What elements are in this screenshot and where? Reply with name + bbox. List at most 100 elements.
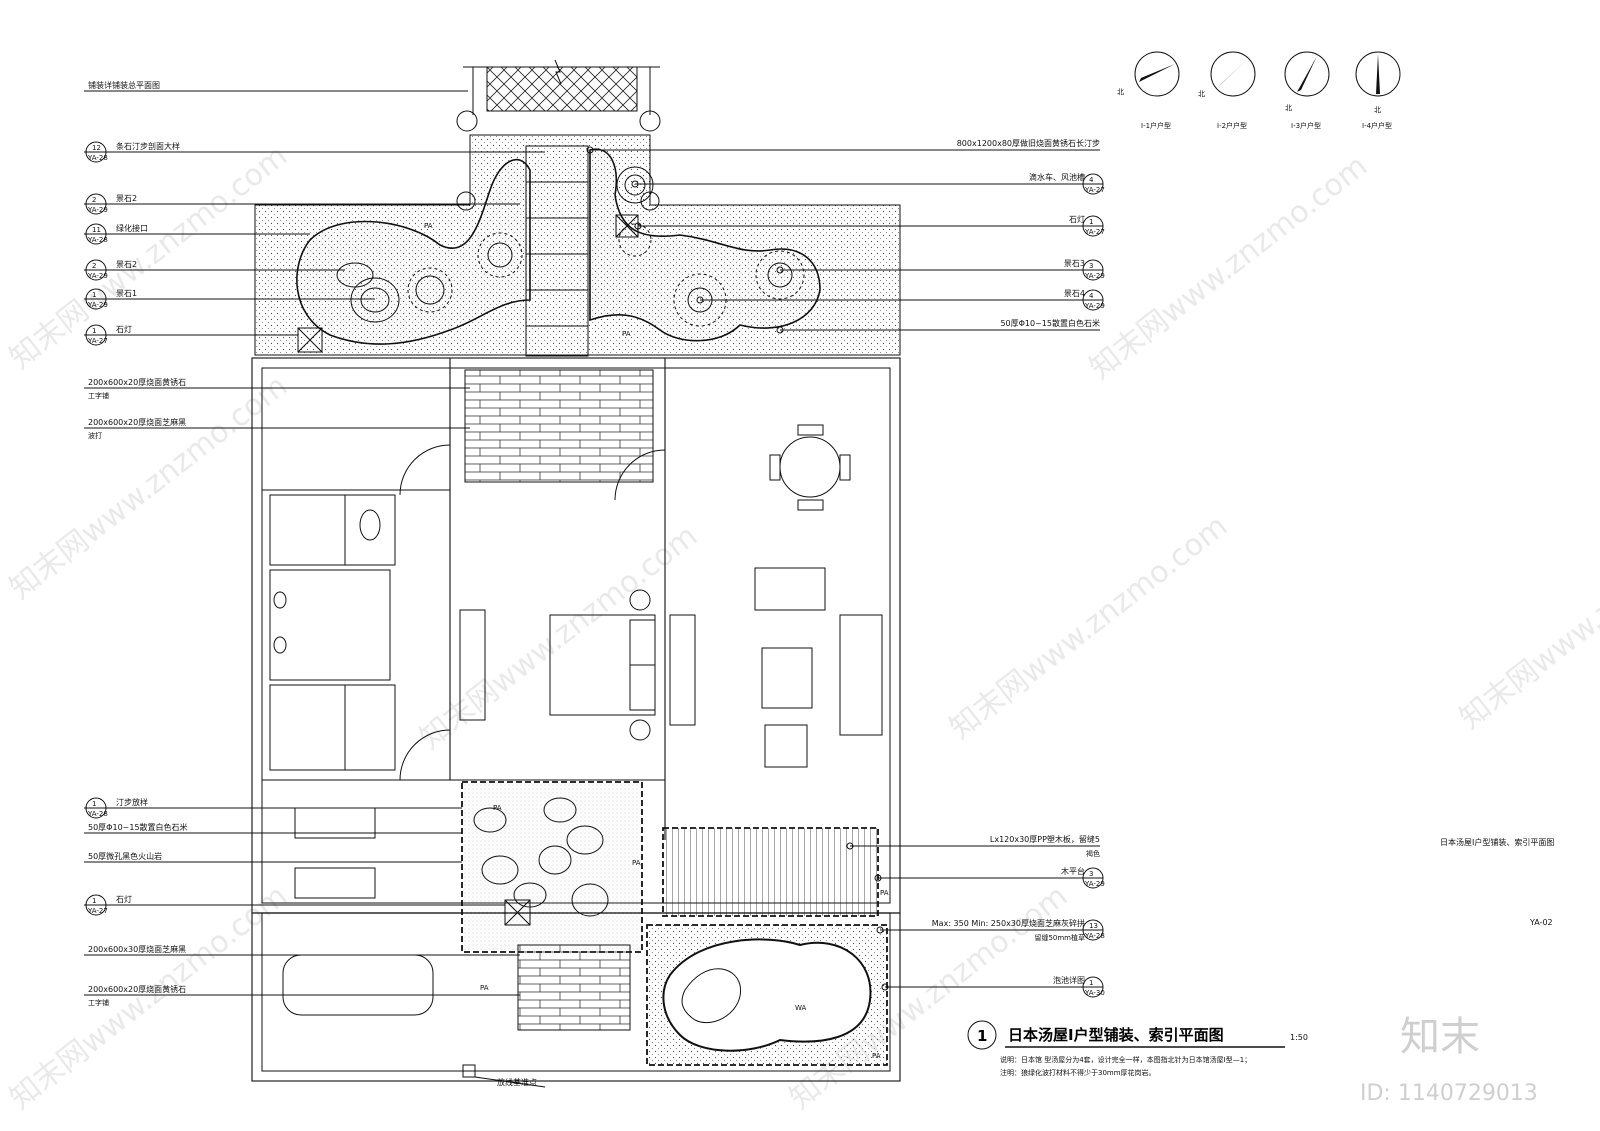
north-arrow-2: 北 I-2户户型: [1198, 51, 1256, 130]
arrow-label: I-4户户型: [1362, 121, 1392, 130]
callout-sheet: YA-30: [1084, 989, 1105, 997]
callout-sheet: YA-29: [1084, 302, 1105, 310]
callout-num: 2: [92, 196, 96, 204]
callout-text: 石灯: [116, 894, 132, 904]
callout-num: 12: [92, 144, 101, 152]
building-plan: [251, 357, 901, 1082]
callout-text: 200x600x20厚烧面黄锈石: [88, 984, 186, 994]
watermark-id: ID: 1140729013: [1360, 1081, 1538, 1106]
north-char: 北: [1198, 90, 1205, 98]
callout-num: 1: [92, 800, 96, 808]
callout-subtext: 褐色: [1086, 849, 1100, 858]
callout-text: 50厚Φ10~15散置白色石米: [88, 822, 188, 832]
zone-tag-wa: WA: [795, 1004, 807, 1012]
arrow-label: I-2户户型: [1217, 121, 1247, 130]
watermark-text: 知末网www.znzmo.com: [3, 368, 294, 606]
right-callout: 800x1200x80厚做旧烧面黄锈石长汀步: [586, 138, 1100, 154]
callout-text: 景石2: [116, 194, 137, 203]
zone-tag-pa: PA: [872, 1052, 881, 1060]
drawing-title: 日本汤屋I户型铺装、索引平面图: [1008, 1026, 1224, 1044]
callout-text: 景石2: [116, 260, 137, 269]
callout-subtext: 工字铺: [88, 998, 109, 1007]
callout-sheet: YA-27: [87, 907, 108, 915]
arrow-label: I-3户户型: [1291, 121, 1321, 130]
watermark-text: 知末网www.znzmo.com: [1083, 148, 1374, 386]
zone-tag-pa: PA: [880, 889, 889, 897]
callout-num: 11: [92, 226, 101, 234]
left-callouts: 铺装详铺装总平面图12YA-28条石汀步剖面大样2YA-29景石211YA-28…: [84, 80, 545, 1007]
callout-text: 200x600x20厚烧面芝麻黑: [88, 417, 186, 427]
upper-garden: PA PA: [254, 110, 901, 357]
callout-num: 1: [1089, 979, 1093, 987]
left-callout: 50厚Φ10~15散置白色石米: [84, 822, 462, 834]
callout-num: 2: [92, 262, 96, 270]
watermark-text: 知末网www.znzmo.com: [943, 508, 1234, 746]
north-arrow-4: 北 I-4户户型: [1355, 51, 1401, 130]
callout-text: 铺装详铺装总平面图: [88, 80, 160, 90]
left-callout: 2YA-29 景石2: [84, 193, 520, 215]
callout-text: 木平台: [1061, 866, 1085, 876]
lower-garden: PA PA WA PA PA PA 放线基准点: [282, 781, 889, 1088]
callout-num: 1: [92, 291, 96, 299]
drawing-note-2: 注明：狼绿化波打材料不得少于30mm厚花岗岩。: [1000, 1068, 1156, 1077]
callout-sheet: YA-29: [1084, 272, 1105, 280]
callout-text: 景石4: [1064, 289, 1085, 298]
title-block: 1 日本汤屋I户型铺装、索引平面图 1:50 说明：日本馆 型汤屋分为4套，设计…: [967, 837, 1554, 1077]
callout-num: 1: [92, 327, 96, 335]
callout-text: 绿化接口: [116, 223, 148, 233]
callout-text: 200x600x20厚烧面黄锈石: [88, 377, 186, 387]
left-callout: 200x600x30厚烧面芝麻黑: [84, 944, 520, 956]
zone-tag-pa: PA: [493, 804, 502, 812]
drawing-number: 1: [977, 1027, 987, 1045]
callout-sheet: YA-28: [1084, 932, 1105, 940]
right-callout: 50厚Φ10~15散置白色石米: [776, 318, 1100, 334]
zone-tag-pa: PA: [424, 222, 433, 230]
callout-sheet: YA-28: [87, 154, 108, 162]
callout-text: 石灯: [116, 324, 132, 334]
callout-subtext: 工字铺: [88, 391, 109, 400]
left-callout: 1YA-27 石灯: [84, 324, 298, 346]
callout-text: 景石1: [116, 289, 137, 298]
zone-tag-pa: PA: [632, 859, 641, 867]
callout-subtext: 波打: [88, 431, 102, 440]
watermark-brand: 知末: [1400, 1014, 1480, 1060]
callout-text: 汀步放样: [116, 797, 148, 807]
drawing-scale: 1:50: [1290, 1033, 1308, 1042]
entry-hatch: [463, 59, 660, 115]
side-title: 日本汤屋I户型铺装、索引平面图: [1440, 837, 1554, 847]
callout-text: 50厚微孔黑色火山岩: [88, 851, 162, 861]
callout-text: 景石3: [1064, 259, 1085, 268]
callout-sheet: YA-28: [87, 236, 108, 244]
north-arrows: 北 I-1户户型 北 I-2户户型 北 I-3户户型 北 I-4户户型: [1117, 51, 1401, 130]
right-callout: 泡池详图 1YA-30: [881, 975, 1105, 998]
right-callout: Max: 350 Min: 250x30厚烧面芝麻灰碎拼留缝50mm植草13YA…: [876, 918, 1105, 942]
callout-text: 滴水车、风池槽: [1029, 172, 1085, 182]
north-char: 北: [1374, 106, 1381, 114]
callout-num: 3: [1089, 262, 1093, 270]
arrow-label: I-1户户型: [1141, 121, 1171, 130]
callout-text: Lx120x30厚PP塑木板，留缝5: [990, 834, 1100, 844]
callout-text: 泡池详图: [1053, 975, 1085, 985]
callout-sheet: YA-27: [87, 337, 108, 345]
right-callout: 景石3 3YA-29: [776, 259, 1105, 281]
callout-text: 200x600x30厚烧面芝麻黑: [88, 944, 186, 954]
north-arrow-3: 北 I-3户户型: [1284, 51, 1330, 130]
callout-subtext: 留缝50mm植草: [1034, 933, 1085, 942]
callout-sheet: YA-29: [87, 206, 108, 214]
callout-text: 石灯: [1069, 214, 1085, 224]
callout-sheet: YA-27: [1084, 186, 1105, 194]
watermark-text: 知末网www.znzmo.com: [3, 878, 294, 1116]
north-char: 北: [1285, 104, 1292, 112]
